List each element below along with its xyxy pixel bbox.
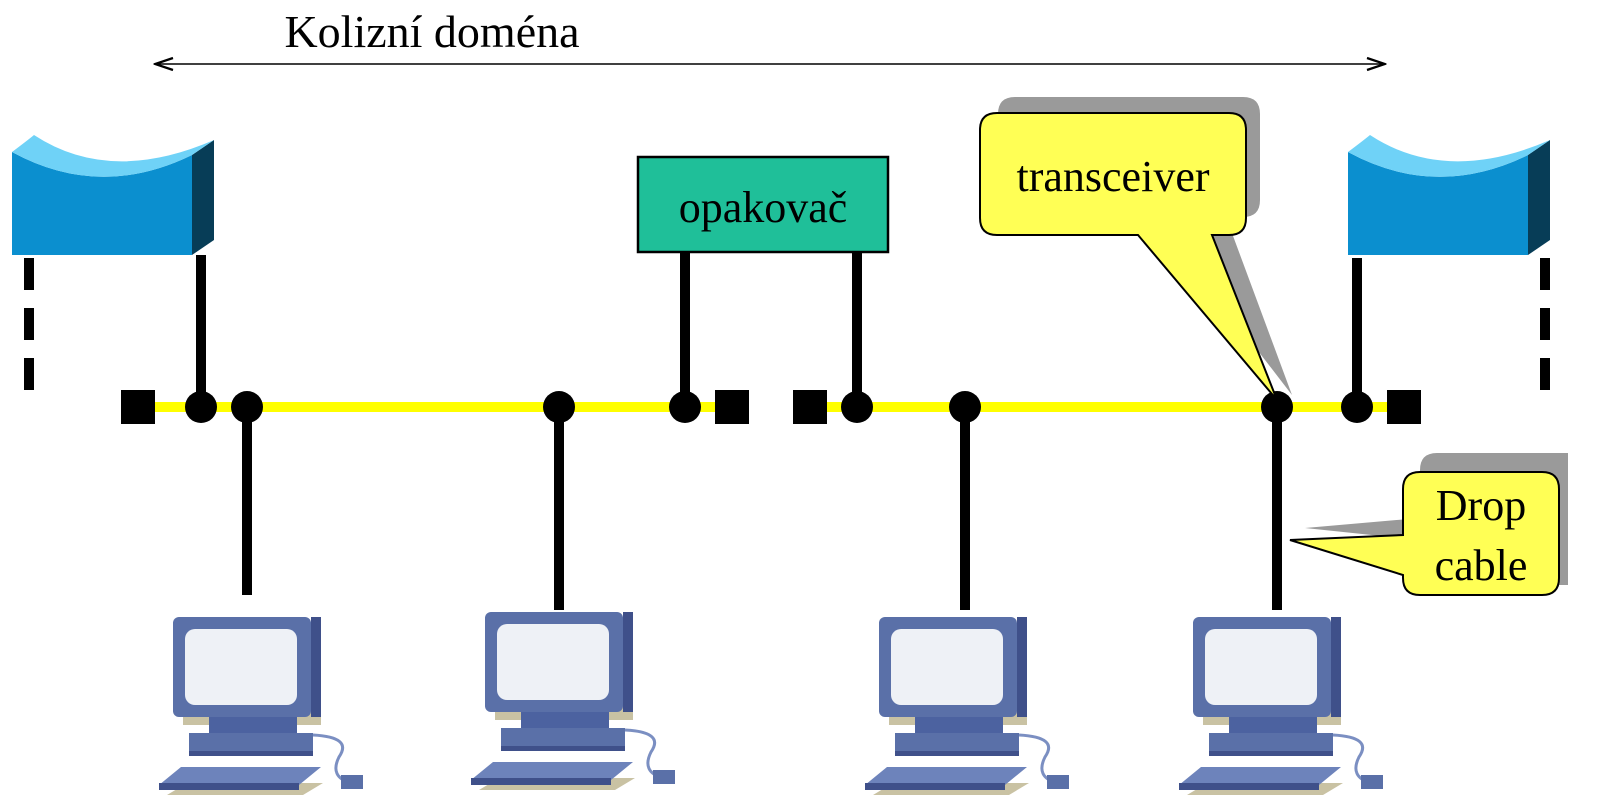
tap-node-icon xyxy=(543,391,575,423)
tap-node-icon xyxy=(841,391,873,423)
drop-cable-label-line2: cable xyxy=(1435,541,1528,590)
workstation-icon xyxy=(157,615,365,797)
tap-node-icon xyxy=(185,391,217,423)
workstation-icon xyxy=(1177,615,1385,797)
tap-node-icon xyxy=(669,391,701,423)
repeater-box xyxy=(636,155,890,254)
terminator-icon xyxy=(1387,390,1421,424)
workstation-icon xyxy=(469,610,677,792)
router-icon xyxy=(12,135,214,255)
tap-node-icon xyxy=(1261,391,1293,423)
terminator-icon xyxy=(121,390,155,424)
workstation-icon xyxy=(863,615,1071,797)
tap-node-icon xyxy=(1341,391,1373,423)
transceiver-callout: transceiver xyxy=(979,97,1292,401)
drop-cable-callout: Drop cable xyxy=(1289,453,1568,596)
tap-node-icon xyxy=(949,391,981,423)
transceiver-label: transceiver xyxy=(1017,152,1210,201)
collision-domain-label: Kolizní doména xyxy=(284,6,579,57)
drop-cable-label-line1: Drop xyxy=(1436,481,1526,530)
repeater-label: opakovač xyxy=(679,183,848,232)
terminator-icon xyxy=(793,390,827,424)
terminator-icon xyxy=(715,390,749,424)
router-icon xyxy=(1348,135,1550,255)
tap-node-icon xyxy=(231,391,263,423)
